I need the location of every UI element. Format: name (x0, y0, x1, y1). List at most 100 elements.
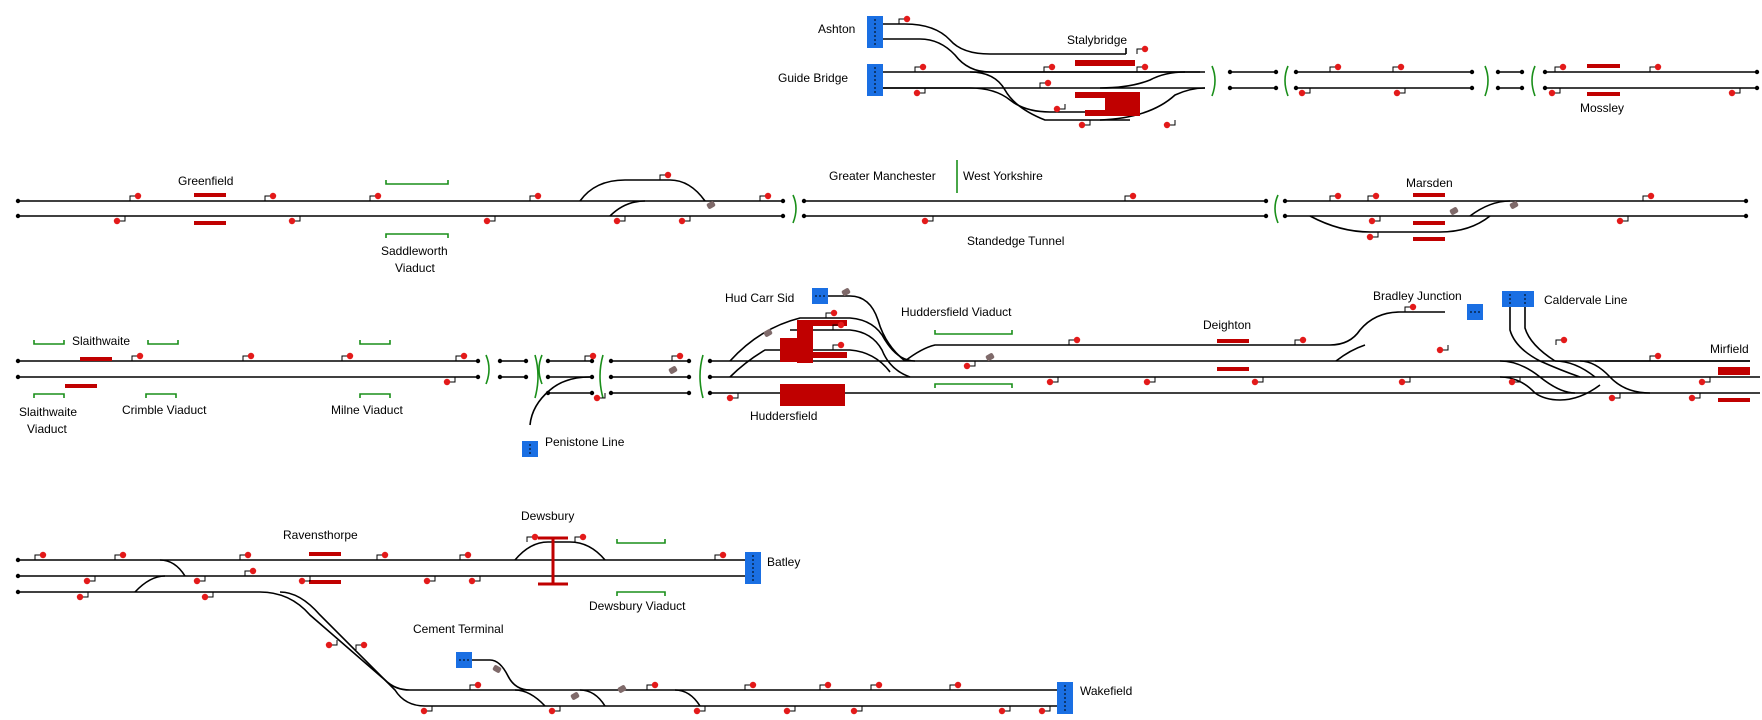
signal[interactable] (529, 192, 542, 202)
signal[interactable] (898, 15, 911, 25)
boundaries-row3[interactable] (522, 288, 1534, 457)
track[interactable] (18, 591, 1057, 691)
signal[interactable] (726, 392, 739, 402)
signal[interactable] (671, 352, 684, 362)
signal[interactable] (1251, 376, 1264, 386)
signal[interactable] (1298, 87, 1311, 97)
signal[interactable] (714, 551, 727, 561)
signal[interactable] (83, 575, 96, 585)
track[interactable] (674, 689, 701, 707)
track[interactable] (514, 541, 606, 561)
signal[interactable] (288, 215, 301, 225)
signal[interactable] (468, 575, 481, 585)
signal[interactable] (1616, 215, 1629, 225)
signal[interactable] (870, 681, 883, 691)
track[interactable] (1309, 215, 1491, 233)
track[interactable] (279, 591, 1057, 707)
track[interactable] (883, 23, 1126, 55)
signal[interactable] (113, 215, 126, 225)
signal[interactable] (613, 215, 626, 225)
signal[interactable] (1698, 376, 1711, 386)
signal[interactable] (114, 551, 127, 561)
signal[interactable] (1642, 192, 1655, 202)
signal[interactable] (1436, 344, 1449, 354)
signal[interactable] (1039, 79, 1052, 89)
signal[interactable] (832, 341, 845, 351)
signal[interactable] (1053, 103, 1066, 113)
track[interactable] (904, 311, 1445, 362)
signal[interactable] (239, 551, 252, 561)
signal[interactable] (1688, 392, 1701, 402)
signals-row4[interactable] (34, 533, 1051, 715)
signal[interactable] (242, 352, 255, 362)
signal[interactable] (1367, 192, 1380, 202)
signal[interactable] (1368, 215, 1381, 225)
signal[interactable] (201, 591, 214, 601)
signal[interactable] (548, 705, 561, 715)
signal[interactable] (783, 705, 796, 715)
signal[interactable] (574, 533, 587, 543)
track[interactable] (609, 200, 646, 217)
signal[interactable] (355, 641, 368, 651)
track[interactable] (1524, 307, 1556, 362)
signal[interactable] (369, 192, 382, 202)
signal[interactable] (1068, 336, 1081, 346)
boundaries-row4[interactable] (456, 552, 1073, 714)
signal[interactable] (1404, 303, 1417, 313)
caldervale-line-boundary[interactable] (1502, 291, 1534, 307)
track[interactable] (489, 659, 531, 691)
track[interactable] (1509, 307, 1581, 378)
signal[interactable] (1554, 63, 1567, 73)
signal[interactable] (459, 551, 472, 561)
signal[interactable] (1124, 192, 1137, 202)
signal[interactable] (1398, 376, 1411, 386)
signal[interactable] (825, 309, 838, 319)
track[interactable] (1554, 360, 1596, 378)
signal[interactable] (1608, 392, 1621, 402)
track[interactable] (969, 71, 1130, 121)
track[interactable] (134, 575, 166, 593)
signal[interactable] (850, 705, 863, 715)
signal[interactable] (949, 681, 962, 691)
track[interactable] (1579, 360, 1651, 394)
signal[interactable] (193, 575, 206, 585)
signal[interactable] (693, 705, 706, 715)
signal[interactable] (1329, 192, 1342, 202)
signal[interactable] (1294, 336, 1307, 346)
signal[interactable] (1366, 231, 1379, 241)
ground-signals-row2[interactable] (706, 200, 1519, 215)
signal[interactable] (1143, 376, 1156, 386)
track[interactable] (529, 376, 591, 426)
track[interactable] (1099, 87, 1206, 121)
track[interactable] (883, 38, 1200, 73)
ground-signals-row3[interactable] (668, 287, 995, 374)
track[interactable] (579, 179, 706, 202)
signal[interactable] (921, 215, 934, 225)
signal[interactable] (1163, 119, 1176, 129)
signal[interactable] (264, 192, 277, 202)
signal[interactable] (455, 352, 468, 362)
signal[interactable] (1392, 63, 1405, 73)
signal[interactable] (1649, 63, 1662, 73)
boundaries-row1[interactable] (867, 16, 883, 96)
signal[interactable] (678, 215, 691, 225)
signal[interactable] (1043, 63, 1056, 73)
signal[interactable] (244, 567, 257, 577)
signal[interactable] (423, 575, 436, 585)
signal[interactable] (646, 681, 659, 691)
signal[interactable] (659, 171, 672, 181)
signal[interactable] (341, 352, 354, 362)
signal[interactable] (131, 352, 144, 362)
track[interactable] (1335, 344, 1366, 362)
signal[interactable] (469, 681, 482, 691)
signal[interactable] (298, 575, 311, 585)
signal[interactable] (913, 87, 926, 97)
signal[interactable] (1329, 63, 1342, 73)
track[interactable] (1499, 376, 1601, 401)
signal[interactable] (1078, 119, 1091, 129)
track[interactable] (1099, 71, 1186, 89)
signal[interactable] (759, 192, 772, 202)
signal[interactable] (963, 360, 976, 370)
signal[interactable] (443, 376, 456, 386)
signal[interactable] (76, 591, 89, 601)
